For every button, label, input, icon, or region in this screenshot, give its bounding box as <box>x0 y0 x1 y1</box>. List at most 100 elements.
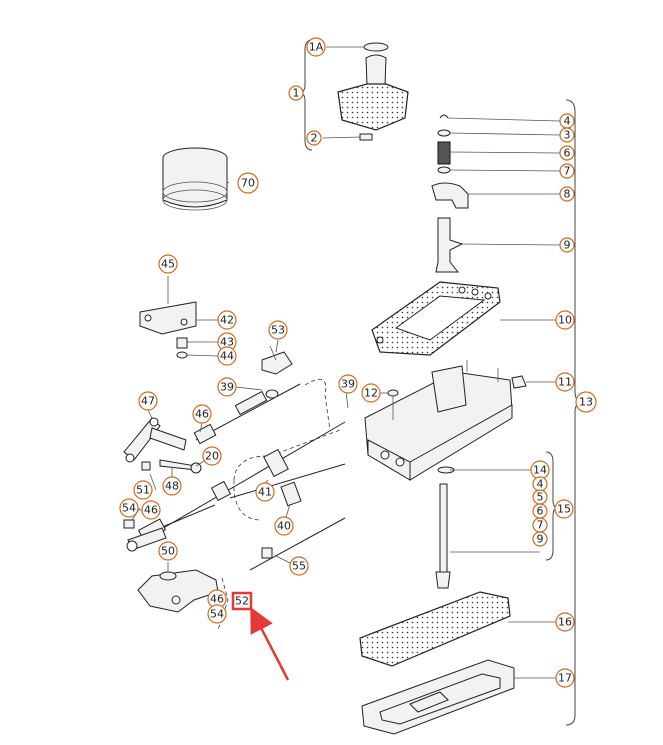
svg-text:7: 7 <box>537 519 544 532</box>
callout-11[interactable]: 11 <box>555 372 575 392</box>
svg-text:54: 54 <box>210 608 224 621</box>
highlight-arrow <box>250 606 290 681</box>
callout-45[interactable]: 45 <box>158 254 178 274</box>
callout-55[interactable]: 55 <box>289 556 309 576</box>
svg-text:46: 46 <box>210 593 224 606</box>
svg-text:55: 55 <box>292 560 306 573</box>
callout-16[interactable]: 16 <box>555 612 575 632</box>
svg-text:46: 46 <box>144 504 158 517</box>
callout-41[interactable]: 41 <box>255 482 275 502</box>
callout-6b[interactable]: 6 <box>532 503 548 519</box>
callout-13[interactable]: 13 <box>575 391 597 413</box>
callout-15[interactable]: 15 <box>554 499 574 519</box>
svg-text:42: 42 <box>220 314 234 327</box>
svg-text:3: 3 <box>564 129 571 142</box>
callout-9a[interactable]: 9 <box>559 237 575 253</box>
svg-text:5: 5 <box>537 491 544 504</box>
svg-text:6: 6 <box>564 147 571 160</box>
callout-54b[interactable]: 54 <box>207 604 227 624</box>
callout-1a[interactable]: 1A <box>306 37 326 57</box>
callout-46c[interactable]: 46 <box>207 589 227 609</box>
callout-4a[interactable]: 4 <box>559 113 575 129</box>
callout-8[interactable]: 8 <box>559 186 575 202</box>
callout-20[interactable]: 20 <box>202 446 222 466</box>
clip-11 <box>511 375 527 389</box>
lever-shaft <box>435 466 455 589</box>
bolt-48 <box>159 459 202 474</box>
callout-5[interactable]: 5 <box>532 489 548 505</box>
leader-lines <box>131 46 561 679</box>
svg-text:13: 13 <box>579 396 593 409</box>
svg-text:48: 48 <box>165 480 179 493</box>
callout-70[interactable]: 70 <box>237 172 259 194</box>
callout-3[interactable]: 3 <box>559 127 575 143</box>
callout-46b[interactable]: 46 <box>141 500 161 520</box>
selector-lever-50 <box>137 569 229 631</box>
svg-text:14: 14 <box>533 464 547 477</box>
svg-text:2: 2 <box>311 132 318 145</box>
svg-text:9: 9 <box>564 239 571 252</box>
callout-39b[interactable]: 39 <box>338 374 358 394</box>
svg-text:53: 53 <box>271 324 285 337</box>
callout-14[interactable]: 14 <box>530 460 550 480</box>
svg-text:41: 41 <box>258 486 272 499</box>
cover-plate <box>359 591 511 667</box>
callout-7b[interactable]: 7 <box>532 517 548 533</box>
svg-text:45: 45 <box>161 258 175 271</box>
svg-text:8: 8 <box>564 188 571 201</box>
callout-9b[interactable]: 9 <box>532 531 548 547</box>
gearshift-cable-41 <box>159 421 346 531</box>
svg-text:47: 47 <box>141 395 155 408</box>
callout-46a[interactable]: 46 <box>192 404 212 424</box>
callout-50[interactable]: 50 <box>158 541 178 561</box>
gear-knob-part <box>337 42 409 141</box>
callout-48[interactable]: 48 <box>162 476 182 496</box>
svg-text:9: 9 <box>537 533 544 546</box>
callout-54a[interactable]: 54 <box>119 498 139 518</box>
svg-text:44: 44 <box>220 350 234 363</box>
svg-text:54: 54 <box>122 502 136 515</box>
svg-text:20: 20 <box>205 450 219 463</box>
callout-10[interactable]: 10 <box>555 310 575 330</box>
callout-43[interactable]: 43 <box>217 332 237 352</box>
callout-47[interactable]: 47 <box>138 391 158 411</box>
cable-tie-55 <box>249 517 346 571</box>
callout-6a[interactable]: 6 <box>559 145 575 161</box>
callout-42[interactable]: 42 <box>217 310 237 330</box>
gasket-plate <box>371 281 501 356</box>
callout-53[interactable]: 53 <box>268 320 288 340</box>
svg-text:7: 7 <box>564 165 571 178</box>
svg-text:4: 4 <box>564 115 571 128</box>
callout-1[interactable]: 1 <box>288 85 304 101</box>
svg-text:52: 52 <box>235 595 249 608</box>
trim-frame <box>361 659 515 735</box>
callout-39a[interactable]: 39 <box>217 377 237 397</box>
svg-text:1: 1 <box>293 87 300 100</box>
callout-51[interactable]: 51 <box>133 480 153 500</box>
svg-text:4: 4 <box>537 478 544 491</box>
holder-53 <box>261 345 293 375</box>
bracket-42 <box>139 276 197 335</box>
bush-44 <box>176 351 188 359</box>
svg-text:50: 50 <box>161 545 175 558</box>
svg-text:40: 40 <box>277 520 291 533</box>
svg-text:43: 43 <box>220 336 234 349</box>
svg-text:12: 12 <box>364 387 378 400</box>
callout-44[interactable]: 44 <box>217 346 237 366</box>
callout-12[interactable]: 12 <box>361 383 381 403</box>
lever-46 <box>123 519 167 552</box>
callout-52[interactable]: 52 <box>231 591 253 611</box>
svg-text:46: 46 <box>195 408 209 421</box>
callout-40[interactable]: 40 <box>274 516 294 536</box>
gearshift-cable-40 <box>137 463 346 542</box>
callout-2[interactable]: 2 <box>306 130 322 146</box>
lever-assembly-upper <box>431 114 469 273</box>
lever-47 <box>123 417 187 471</box>
svg-text:70: 70 <box>241 177 255 190</box>
sleeve-part <box>162 147 228 211</box>
callout-7a[interactable]: 7 <box>559 163 575 179</box>
callout-17[interactable]: 17 <box>555 668 575 688</box>
svg-text:51: 51 <box>136 484 150 497</box>
callout-4b[interactable]: 4 <box>532 476 548 492</box>
